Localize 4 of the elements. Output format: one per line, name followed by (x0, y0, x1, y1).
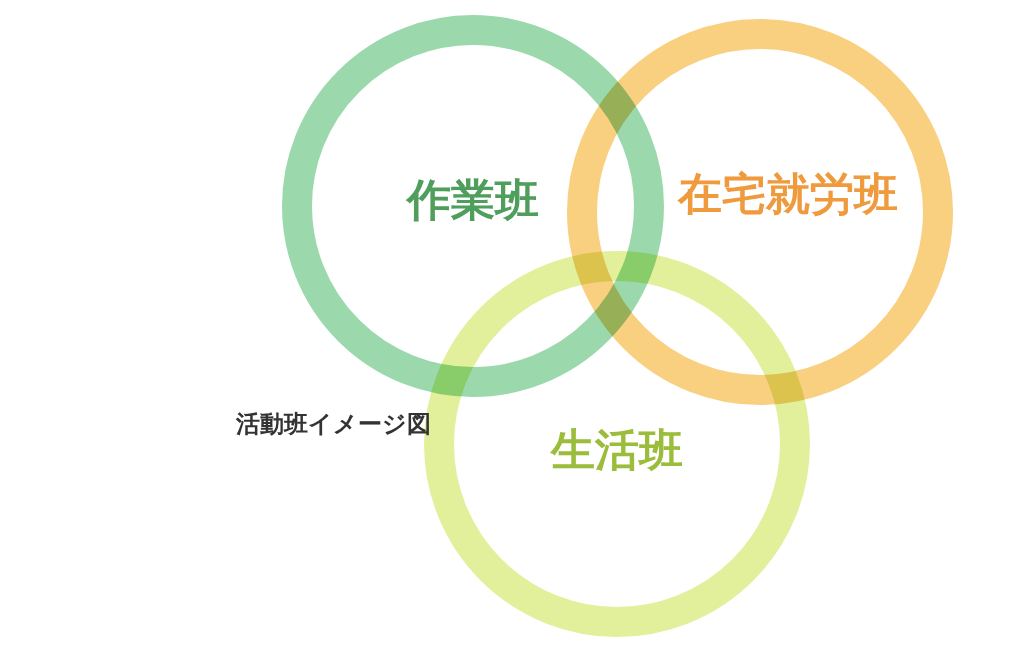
group-label: 在宅就労班 (678, 166, 898, 221)
group-label: 生活班 (551, 422, 683, 477)
group-label: 作業班 (407, 172, 539, 227)
diagram-title: 活動班イメージ図 (236, 409, 431, 440)
